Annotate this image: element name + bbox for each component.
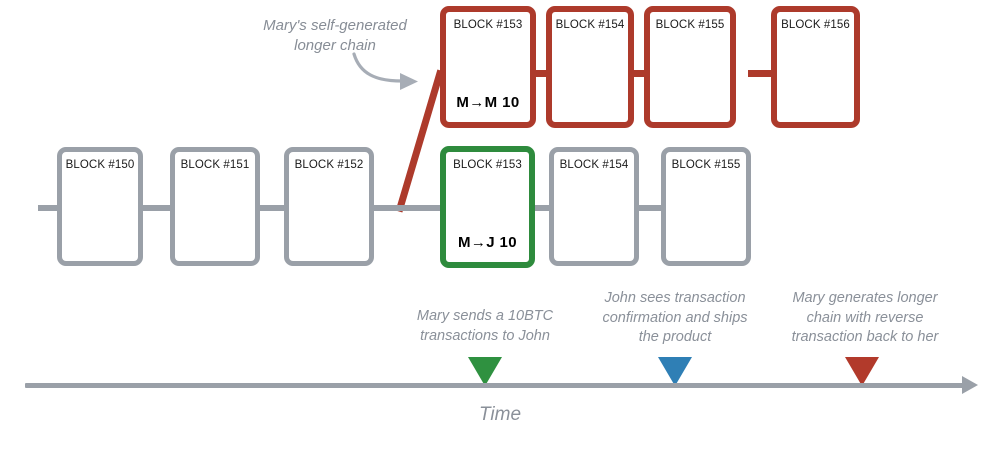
fork-annotation-line1: Mary's self-generated xyxy=(263,17,407,34)
main-connector-152-153 xyxy=(370,205,446,211)
attacker-block-156[interactable]: BLOCK #156 xyxy=(771,6,860,128)
fork-line xyxy=(395,69,445,213)
main-connector-151-152 xyxy=(256,205,288,211)
attacker-connector-153-154 xyxy=(529,70,547,77)
attacker-block-153[interactable]: BLOCK #153 M→M 10 xyxy=(440,6,536,128)
attacker-block-153-label: BLOCK #153 xyxy=(453,19,523,31)
main-block-154[interactable]: BLOCK #154 xyxy=(549,147,639,266)
main-block-154-label: BLOCK #154 xyxy=(559,159,629,171)
attacker-block-155[interactable]: BLOCK #155 xyxy=(644,6,736,128)
event-mary-reverses-line2: chain with reverse xyxy=(806,309,924,326)
main-block-152[interactable]: BLOCK #152 xyxy=(284,147,374,266)
attacker-block-154[interactable]: BLOCK #154 xyxy=(546,6,634,128)
event-mary-reverses-text: Mary generates longer chain with reverse… xyxy=(775,289,955,348)
attacker-connector-154-155 xyxy=(627,70,645,77)
fork-annotation-line2: longer chain xyxy=(294,37,376,55)
main-block-151-label: BLOCK #151 xyxy=(180,159,250,171)
event-mary-sends-line2: transactions to John xyxy=(420,327,550,344)
attacker-block-154-label: BLOCK #154 xyxy=(555,19,625,31)
event-john-ships-text: John sees transaction confirmation and s… xyxy=(585,289,765,348)
event-mary-reverses-line1: Mary generates longer xyxy=(792,290,938,306)
fork-annotation: Mary's self-generated longer chain xyxy=(235,16,435,57)
event-mary-sends-marker[interactable] xyxy=(468,357,502,386)
event-mary-reverses-line3: transaction back to her xyxy=(791,329,939,346)
main-block-150-label: BLOCK #150 xyxy=(65,159,135,171)
event-mary-reverses-marker[interactable] xyxy=(845,357,879,386)
attacker-block-155-label: BLOCK #155 xyxy=(655,19,725,31)
timeline-axis xyxy=(25,383,965,388)
attacker-connector-155-156 xyxy=(748,70,774,77)
main-block-155-label: BLOCK #155 xyxy=(671,159,741,171)
timeline-label: Time xyxy=(478,404,522,425)
event-john-ships-line1: John sees transaction xyxy=(604,290,746,306)
event-mary-sends-line1: Mary sends a 10BTC xyxy=(416,308,554,324)
main-block-152-label: BLOCK #152 xyxy=(294,159,364,171)
main-block-150[interactable]: BLOCK #150 xyxy=(57,147,143,266)
event-john-ships-line3: the product xyxy=(638,329,712,346)
main-block-155[interactable]: BLOCK #155 xyxy=(661,147,751,266)
main-block-153-label: BLOCK #153 xyxy=(453,159,522,171)
main-connector-150-151 xyxy=(138,205,174,211)
event-john-ships-line2: confirmation and ships xyxy=(602,309,748,326)
main-connector-154-155 xyxy=(637,205,663,211)
main-connector-153-154 xyxy=(529,205,551,211)
event-mary-sends-text: Mary sends a 10BTC transactions to John xyxy=(395,307,575,346)
main-block-153[interactable]: BLOCK #153 M→J 10 xyxy=(440,146,535,268)
main-chain-left-stub xyxy=(38,205,60,211)
attacker-block-156-label: BLOCK #156 xyxy=(781,19,850,31)
timeline-arrow-icon xyxy=(962,376,978,394)
main-block-151[interactable]: BLOCK #151 xyxy=(170,147,260,266)
main-block-153-tx: M→J 10 xyxy=(457,234,518,251)
attacker-block-153-tx: M→M 10 xyxy=(456,94,520,111)
event-john-ships-marker[interactable] xyxy=(658,357,692,386)
